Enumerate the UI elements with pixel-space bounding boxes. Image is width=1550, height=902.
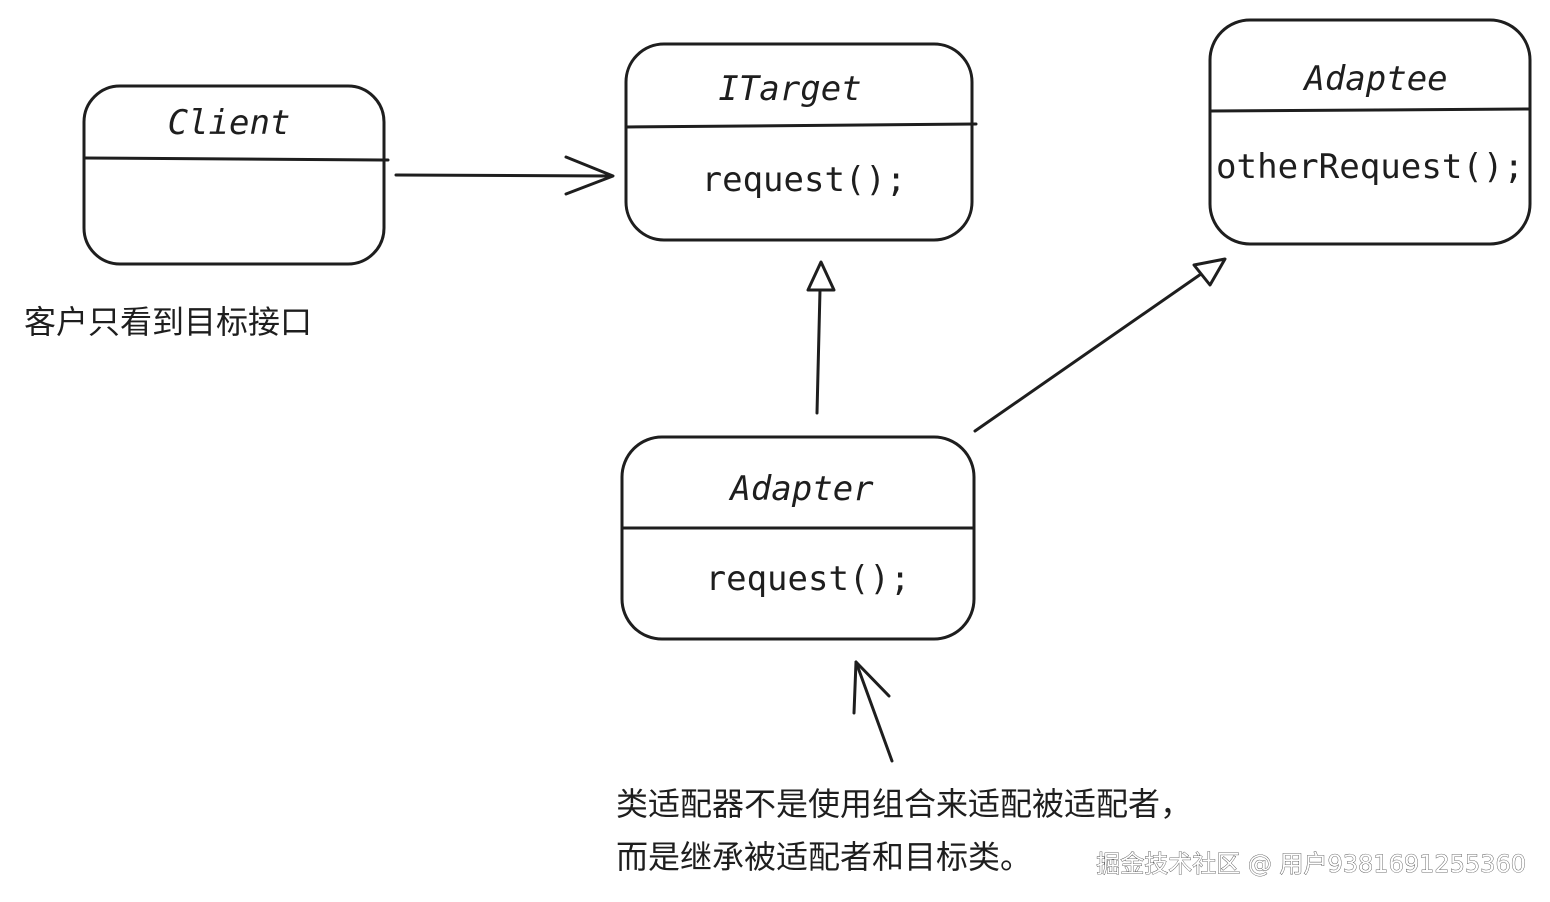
adapter-method: request(); bbox=[706, 559, 911, 599]
itarget-divider bbox=[624, 122, 978, 129]
note-pointer-arrow bbox=[852, 660, 894, 763]
association-line bbox=[394, 173, 614, 178]
association-arrow bbox=[394, 155, 615, 196]
inheritance-line-adaptee bbox=[973, 272, 1203, 433]
adaptee-box bbox=[1208, 18, 1532, 246]
inheritance-arrowhead-itarget bbox=[806, 260, 836, 292]
client-class[interactable]: Client bbox=[82, 84, 390, 266]
itarget-box bbox=[624, 42, 974, 242]
client-box bbox=[82, 84, 386, 266]
adaptee-class[interactable]: Adaptee otherRequest(); bbox=[1208, 18, 1532, 246]
adapter-note-line2: 而是继承被适配者和目标类。 bbox=[616, 838, 1032, 876]
itarget-class[interactable]: ITarget request(); bbox=[624, 42, 978, 242]
itarget-method: request(); bbox=[702, 160, 907, 200]
client-class-name: Client bbox=[168, 103, 291, 143]
inheritance-line-itarget bbox=[815, 288, 822, 415]
adaptee-method: otherRequest(); bbox=[1216, 147, 1524, 187]
note-pointer-line bbox=[854, 660, 894, 763]
inheritance-arrow-adaptee bbox=[973, 257, 1227, 433]
watermark-text: 掘金技术社区 @ 用户9381691255360 bbox=[1096, 850, 1526, 878]
itarget-class-name: ITarget bbox=[718, 69, 861, 109]
adapter-note-line1: 类适配器不是使用组合来适配被适配者， bbox=[616, 785, 1192, 823]
adapter-class-name: Adapter bbox=[728, 469, 874, 509]
inheritance-arrowhead-adaptee bbox=[1192, 257, 1227, 287]
note-pointer-arrowhead bbox=[852, 660, 891, 715]
inheritance-arrow-itarget bbox=[806, 260, 836, 415]
client-divider bbox=[82, 156, 390, 162]
association-arrowhead bbox=[564, 155, 615, 196]
client-note: 客户只看到目标接口 bbox=[24, 303, 312, 341]
adaptee-class-name: Adaptee bbox=[1302, 59, 1447, 99]
adaptee-divider bbox=[1208, 107, 1532, 113]
adapter-class[interactable]: Adapter request(); bbox=[620, 435, 976, 641]
adapter-box bbox=[620, 435, 976, 641]
